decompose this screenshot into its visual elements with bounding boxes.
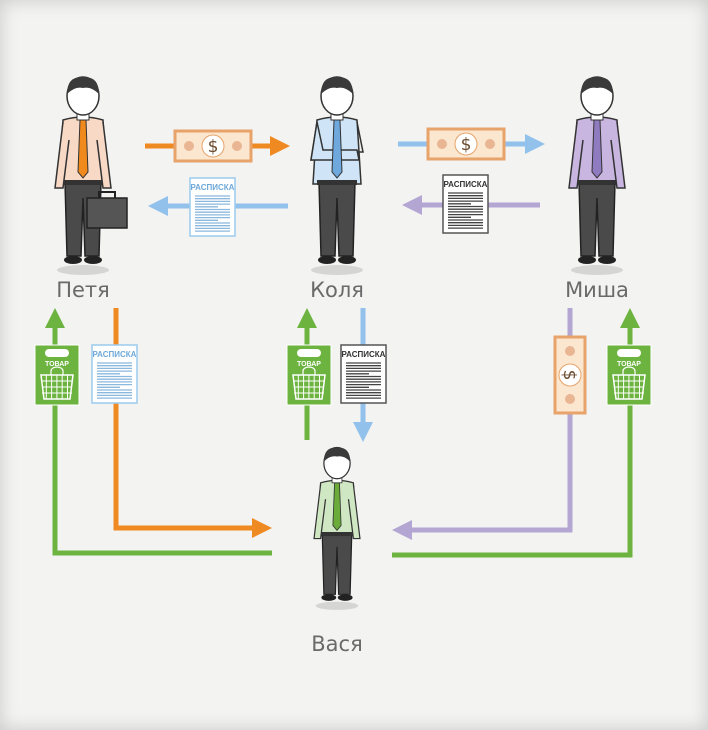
belt [63, 180, 103, 185]
label-petya: Петя [56, 278, 110, 302]
person-misha [568, 76, 626, 275]
receipt-icon: РАСПИСКА [91, 344, 138, 404]
dollar-sign: $ [208, 137, 219, 157]
pants [578, 181, 616, 257]
dollar-sign: $ [461, 135, 472, 155]
receipt-icon: РАСПИСКА [340, 344, 387, 404]
shoe [64, 256, 82, 264]
shadow [571, 265, 623, 275]
goods-bag-icon: ТОВАР [606, 344, 652, 406]
receipt-title: РАСПИСКА [444, 180, 488, 189]
receipt-title: РАСПИСКА [93, 350, 137, 359]
shoe [578, 256, 596, 264]
person-kolya [310, 76, 364, 275]
goods-label: ТОВАР [297, 361, 321, 368]
hair [581, 76, 613, 94]
shoe [321, 594, 337, 601]
arrow-misha-to-vasya-money [392, 308, 573, 540]
hair [321, 76, 353, 94]
receipt-title: РАСПИСКА [191, 183, 235, 192]
pants [321, 533, 353, 595]
tie [332, 482, 342, 532]
hair [323, 447, 351, 462]
belt [317, 180, 357, 185]
shoe [318, 256, 336, 264]
goods-label: ТОВАР [45, 361, 69, 368]
shoe [598, 256, 616, 264]
belt [320, 532, 354, 537]
shoe [84, 256, 102, 264]
shadow [57, 265, 109, 275]
tie [591, 119, 603, 179]
person-petya [54, 76, 128, 275]
dollar-sign: $ [559, 370, 579, 381]
left-arm [313, 484, 327, 540]
right-arm [96, 121, 112, 189]
arms-crossed [310, 121, 360, 161]
tie [331, 119, 343, 179]
label-misha: Миша [565, 278, 629, 302]
person-vasya [313, 446, 361, 610]
goods-bag-icon: ТОВАР [286, 344, 332, 406]
tie [77, 119, 89, 179]
receipt-icon: РАСПИСКА [442, 174, 489, 234]
money-bill-icon: $ [426, 127, 506, 161]
left-arm [568, 121, 584, 189]
receipt-icon: РАСПИСКА [189, 177, 236, 237]
arrow-petya-to-vasya-receipt [113, 308, 272, 538]
label-kolya: Коля [310, 278, 364, 302]
money-bill-icon: $ [553, 335, 587, 415]
receipt-title: РАСПИСКА [342, 350, 386, 359]
label-vasya: Вася [311, 632, 362, 656]
pants [318, 181, 356, 257]
shoe [338, 256, 356, 264]
shadow [315, 601, 359, 610]
arrow-vasya-to-misha-goods [392, 308, 640, 558]
goods-bag-icon: ТОВАР [34, 344, 80, 406]
belt [577, 180, 617, 185]
arrow-vasya-to-petya-goods [45, 308, 272, 556]
briefcase-icon [86, 191, 128, 229]
hair [67, 76, 99, 94]
goods-label: ТОВАР [617, 361, 641, 368]
right-arm [610, 121, 626, 189]
left-arm [54, 121, 70, 189]
shadow [311, 265, 363, 275]
right-arm [347, 484, 361, 540]
money-bill-icon: $ [173, 129, 253, 163]
shoe [337, 594, 353, 601]
